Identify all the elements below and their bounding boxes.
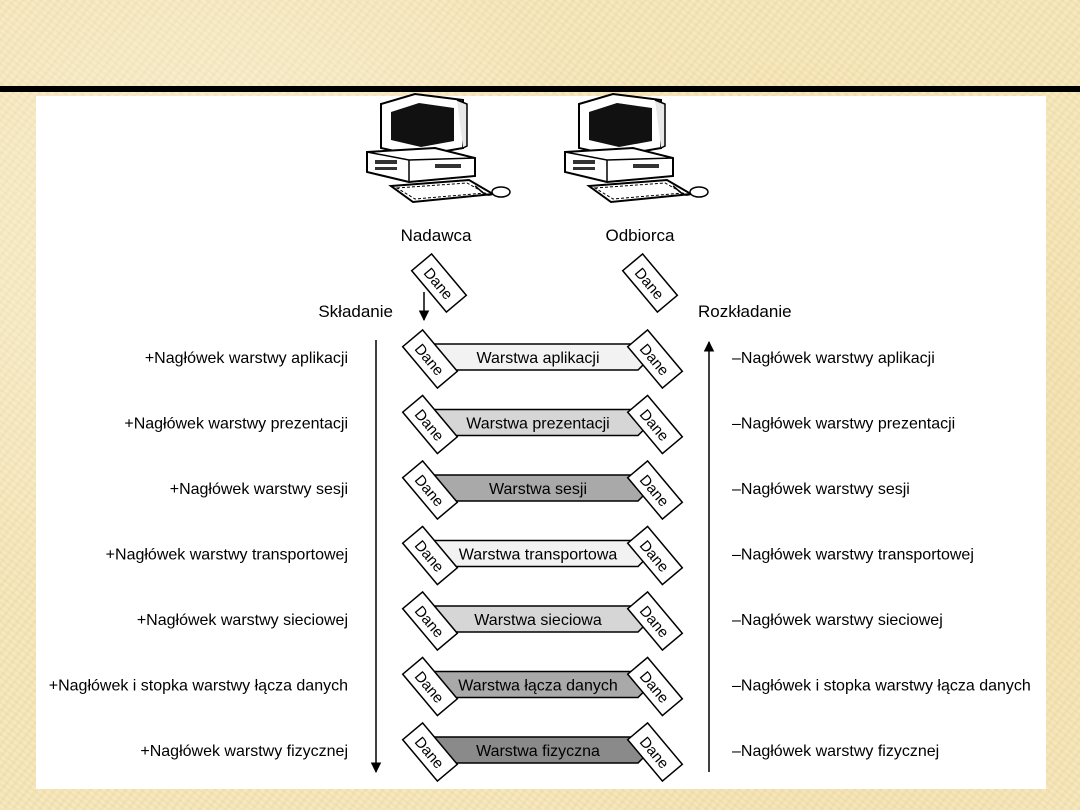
layer-name: Warstwa sesji (489, 481, 587, 498)
header-remove-label: –Nagłówek warstwy aplikacji (732, 350, 935, 367)
header-remove-label: –Nagłówek warstwy sieciowej (732, 612, 943, 629)
flow-left-label: Składanie (318, 302, 393, 321)
header-remove-label: –Nagłówek warstwy transportowej (732, 547, 974, 564)
layer-name: Warstwa prezentacji (466, 416, 609, 433)
sender-packet: Dane (410, 252, 468, 314)
receiver-label: Odbiorca (606, 226, 676, 245)
layer-name: Warstwa aplikacji (477, 350, 600, 367)
header-add-label: +Nagłówek warstwy sesji (170, 481, 348, 498)
layer-name: Warstwa sieciowa (474, 612, 602, 629)
header-add-label: +Nagłówek i stopka warstwy łącza danych (49, 678, 348, 695)
header-add-label: +Nagłówek warstwy sieciowej (137, 612, 348, 629)
layer-packet-left: Dane (401, 590, 459, 652)
sender-computer-icon (366, 93, 511, 203)
header-add-label: +Nagłówek warstwy prezentacji (124, 416, 348, 433)
header-add-label: +Nagłówek warstwy fizycznej (140, 743, 348, 760)
receiver-computer-icon (564, 93, 709, 203)
layer-name: Warstwa łącza danych (458, 678, 617, 695)
header-remove-label: –Nagłówek warstwy fizycznej (732, 743, 939, 760)
header-remove-label: –Nagłówek warstwy sesji (732, 481, 910, 498)
header-add-label: +Nagłówek warstwy transportowej (106, 547, 348, 564)
receiver-packet: Dane (621, 252, 679, 314)
layer-name: Warstwa fizyczna (476, 743, 600, 760)
top-rule (0, 86, 1080, 92)
flow-right-label: Rozkładanie (698, 302, 792, 321)
sender-label: Nadawca (401, 226, 472, 245)
header-add-label: +Nagłówek warstwy aplikacji (145, 350, 348, 367)
header-remove-label: –Nagłówek i stopka warstwy łącza danych (732, 678, 1031, 695)
header-remove-label: –Nagłówek warstwy prezentacji (732, 416, 955, 433)
layer-name: Warstwa transportowa (459, 547, 618, 564)
